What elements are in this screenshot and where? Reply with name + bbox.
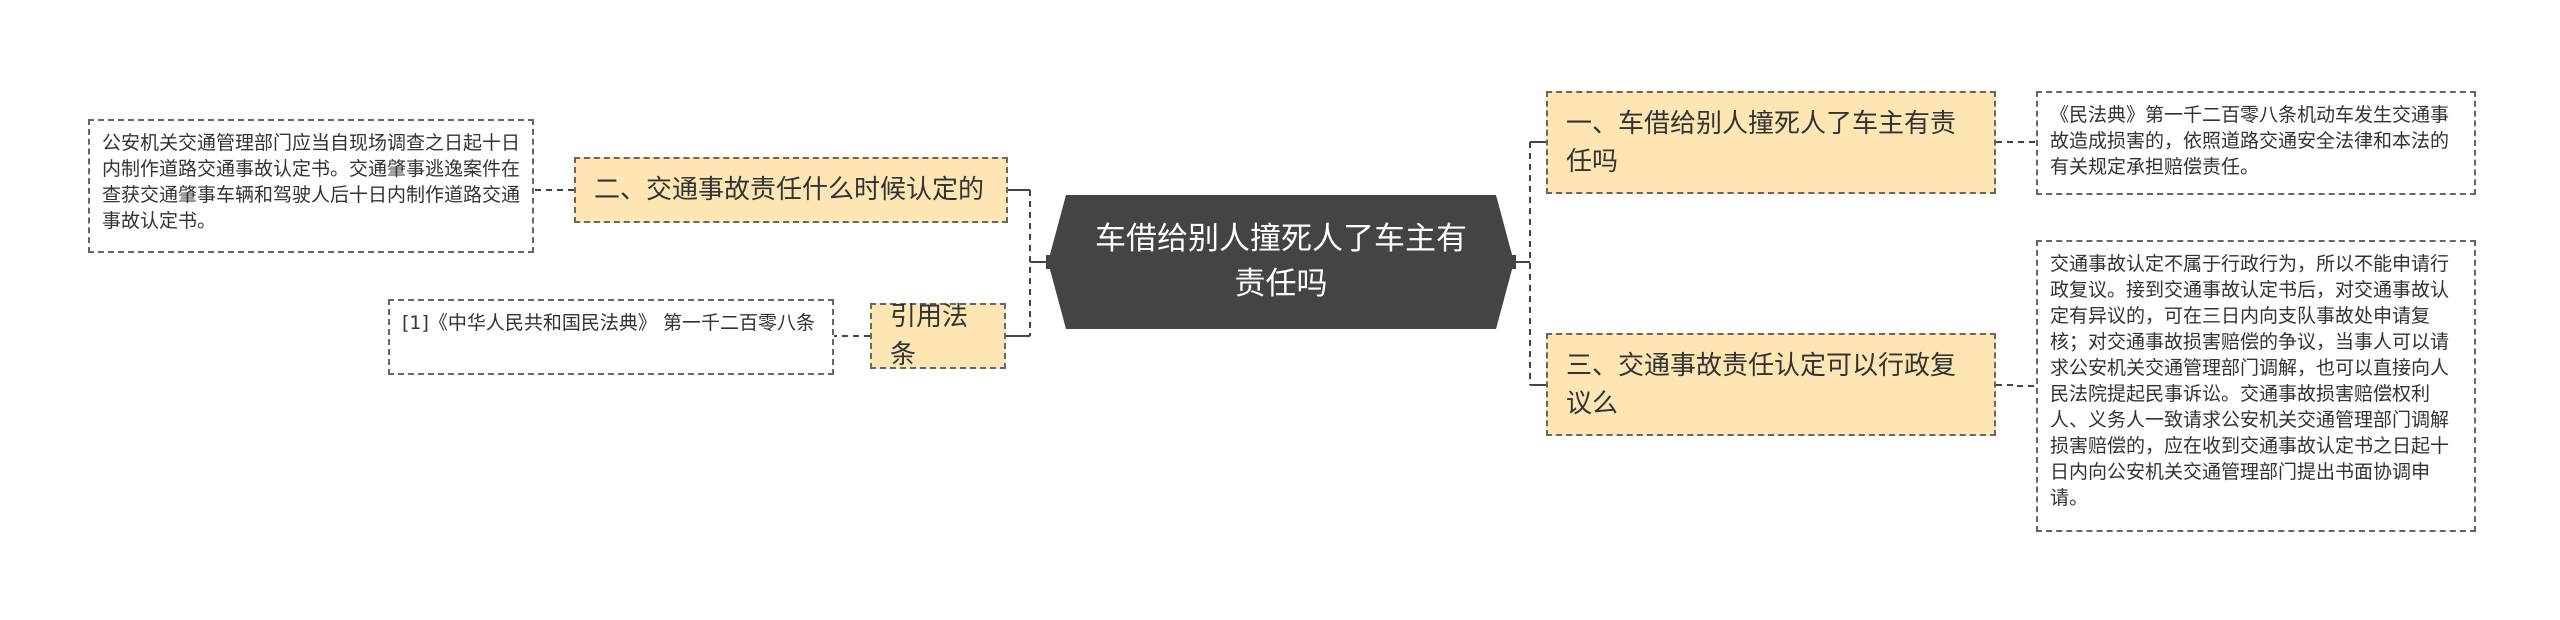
topic-label: 引用法条: [890, 302, 969, 370]
connector-t2-l2: [1996, 384, 2036, 387]
topic-administrative-review[interactable]: 三、交通事故责任认定可以行政复议么: [1546, 333, 1996, 436]
leaf-text: 《民法典》第一千二百零八条机动车发生交通事故造成损害的，依照道路交通安全法律和本…: [2050, 104, 2450, 178]
leaf-text: [1]《中华人民共和国民法典》 第一千二百零八条: [402, 312, 815, 334]
leaf-statute-citation[interactable]: [1]《中华人民共和国民法典》 第一千二百零八条: [388, 299, 834, 375]
topic-label: 二、交通事故责任什么时候认定的: [594, 175, 985, 205]
central-topic[interactable]: 车借给别人撞死人了车主有责任吗: [1048, 195, 1514, 329]
leaf-determination-deadline[interactable]: 公安机关交通管理部门应当自现场调查之日起十日内制作道路交通事故认定书。交通肇事逃…: [88, 119, 534, 253]
topic-label: 三、交通事故责任认定可以行政复议么: [1566, 350, 1957, 419]
leaf-civil-code-article[interactable]: 《民法典》第一千二百零八条机动车发生交通事故造成损害的，依照道路交通安全法律和本…: [2036, 91, 2476, 195]
central-topic-label: 车借给别人撞死人了车主有责任吗: [1095, 221, 1467, 302]
topic-cited-statutes[interactable]: 引用法条: [870, 302, 1006, 370]
leaf-text: 公安机关交通管理部门应当自现场调查之日起十日内制作道路交通事故认定书。交通肇事逃…: [102, 132, 521, 232]
topic-car-lending-liability[interactable]: 一、车借给别人撞死人了车主有责任吗: [1546, 91, 1996, 194]
leaf-review-procedure[interactable]: 交通事故认定不属于行政行为，所以不能申请行政复议。接到交通事故认定书后，对交通事…: [2036, 240, 2476, 532]
connector-end-cap: [1512, 255, 1516, 269]
topic-label: 一、车借给别人撞死人了车主有责任吗: [1566, 108, 1957, 177]
topic-when-determined[interactable]: 二、交通事故责任什么时候认定的: [574, 157, 1008, 223]
leaf-text: 交通事故认定不属于行政行为，所以不能申请行政复议。接到交通事故认定书后，对交通事…: [2050, 253, 2450, 509]
